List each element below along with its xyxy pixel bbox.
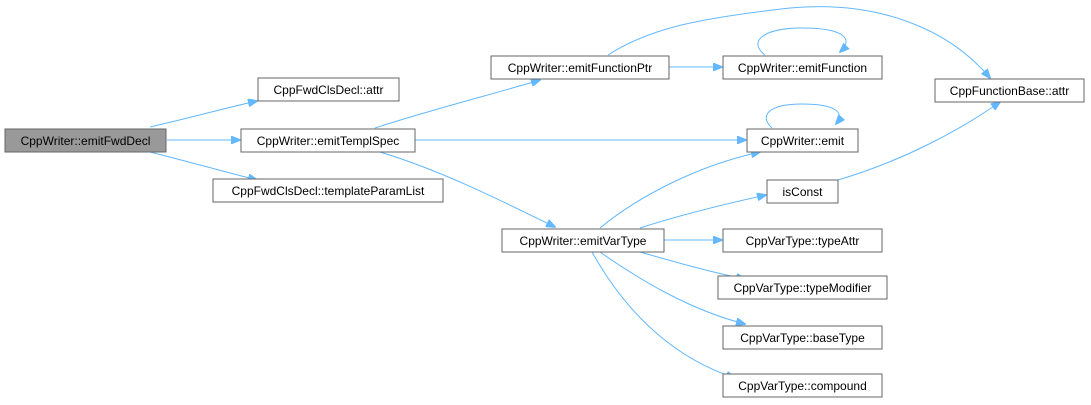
- node-label: CppFunctionBase::attr: [950, 84, 1069, 98]
- nodes: CppWriter::emitFwdDecl CppFwdClsDecl::at…: [4, 55, 1085, 398]
- edge-emitvartype-typemodifier: [639, 251, 745, 279]
- node-cppwriter-emitvartype[interactable]: CppWriter::emitVarType: [501, 228, 665, 253]
- node-label: CppWriter::emitFwdDecl: [21, 134, 151, 148]
- edge-emitvartype-compound: [591, 251, 735, 378]
- node-cppwriter-emitfunctionptr[interactable]: CppWriter::emitFunctionPtr: [490, 55, 670, 80]
- node-cppwriter-emit[interactable]: CppWriter::emit: [746, 128, 859, 153]
- node-cppvartype-compound[interactable]: CppVarType::compound: [722, 373, 883, 398]
- node-label: CppFwdClsDecl::attr: [273, 83, 383, 97]
- node-label: CppFwdClsDecl::templateParamList: [232, 184, 425, 198]
- node-cppvartype-typeattr[interactable]: CppVarType::typeAttr: [722, 228, 883, 253]
- edge-emitfunction-self: [757, 27, 846, 56]
- edges: [149, 6, 1000, 378]
- node-cppfunctionbase-attr[interactable]: CppFunctionBase::attr: [934, 78, 1085, 103]
- node-isconst[interactable]: isConst: [766, 179, 839, 204]
- edge-emitvartype-emit: [599, 152, 760, 229]
- node-label: CppWriter::emitTemplSpec: [257, 134, 400, 148]
- node-cppfwdclsdecl-templateparamlist[interactable]: CppFwdClsDecl::templateParamList: [212, 178, 444, 203]
- node-label: isConst: [782, 185, 823, 199]
- node-label: CppWriter::emitFunction: [738, 61, 867, 75]
- node-cppwriter-emittemplspec[interactable]: CppWriter::emitTemplSpec: [240, 128, 416, 153]
- edge-emitfwddecl-templateparamlist: [149, 151, 257, 180]
- node-cppwriter-emitfwddecl[interactable]: CppWriter::emitFwdDecl: [4, 128, 167, 153]
- node-label: CppVarType::baseType: [740, 331, 865, 345]
- node-label: CppWriter::emitFunctionPtr: [508, 61, 653, 75]
- edge-emittemplspec-emitfunctionptr: [374, 80, 540, 129]
- node-label: CppVarType::typeModifier: [734, 281, 872, 295]
- node-cppfwdclsdecl-attr[interactable]: CppFwdClsDecl::attr: [257, 77, 400, 102]
- edge-emitvartype-basetype: [599, 251, 745, 324]
- node-label: CppVarType::typeAttr: [746, 234, 860, 248]
- node-cppvartype-basetype[interactable]: CppVarType::baseType: [722, 325, 883, 350]
- node-label: CppWriter::emit: [761, 134, 845, 148]
- edge-emit-self: [765, 103, 839, 129]
- node-label: CppWriter::emitVarType: [520, 234, 647, 248]
- node-cppvartype-typemodifier[interactable]: CppVarType::typeModifier: [717, 275, 888, 300]
- edge-emittemplspec-emitvartype: [379, 151, 555, 227]
- edge-emitfunctionptr-funcbaseattr: [607, 6, 990, 78]
- edge-isconst-funcbaseattr: [837, 102, 1000, 181]
- edge-emitvartype-isconst: [639, 195, 766, 229]
- node-label: CppVarType::compound: [738, 379, 867, 393]
- edge-emitfwddecl-fwdattr: [149, 101, 257, 128]
- node-cppwriter-emitfunction[interactable]: CppWriter::emitFunction: [722, 55, 883, 80]
